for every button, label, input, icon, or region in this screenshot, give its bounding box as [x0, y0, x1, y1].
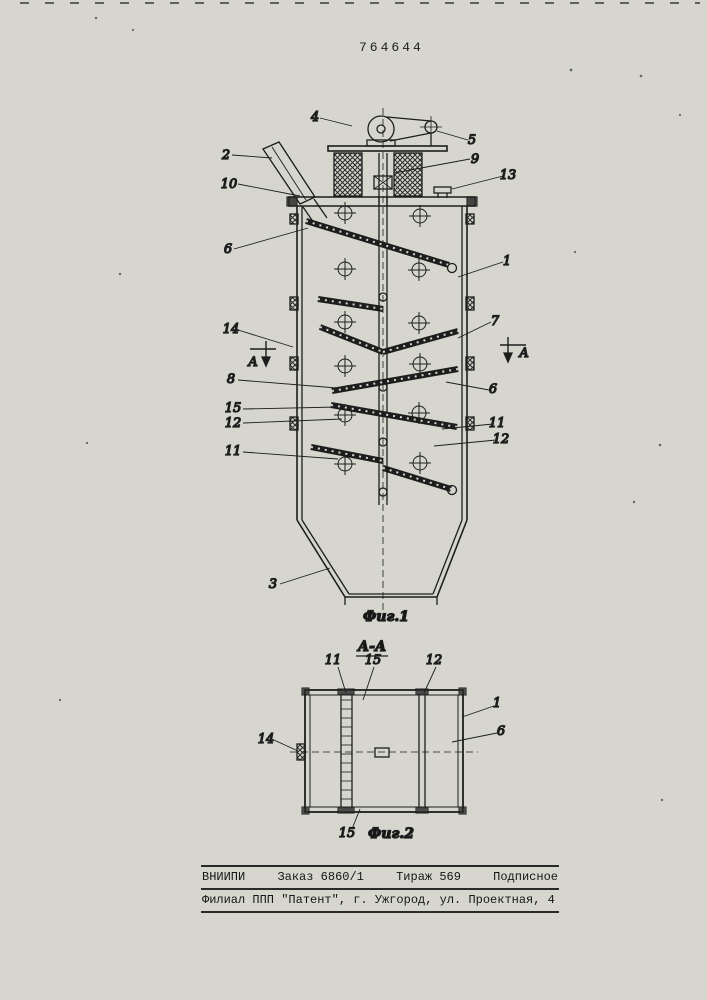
imprint-line2: Филиал ППП "Патент", г. Ужгород, ул. Про… — [201, 890, 559, 913]
fig1-part-label-12: 12 — [225, 416, 242, 431]
fig2-part-label-12: 12 — [426, 653, 443, 668]
fig2-tray-edge — [340, 695, 353, 807]
vessel-body — [289, 206, 475, 520]
fig1-part-label-1: 1 — [503, 254, 511, 269]
fig2-part-label-1: 1 — [493, 696, 501, 711]
section-letter-left: А — [247, 355, 258, 370]
inclined-trays — [305, 218, 459, 496]
imprint-line1: ВНИИПИ Заказ 6860/1 Тираж 569 Подписное — [201, 865, 559, 890]
fig1-part-label-2: 2 — [221, 148, 230, 163]
fig2-part-label-15: 15 — [365, 653, 382, 668]
fig2: А-А — [257, 638, 506, 842]
fig1: 4 5 2 9 10 13 6 1 14 7 8 6 15 12 11 12 1… — [220, 108, 530, 626]
fig2-part-label-6: 6 — [497, 724, 505, 739]
fig1-part-label-4: 4 — [310, 110, 319, 125]
imprint-org: ВНИИПИ — [202, 870, 246, 884]
fig1-part-label-6b: 6 — [489, 382, 497, 397]
fig1-part-label-11b: 11 — [225, 444, 242, 459]
fig2-part-label-11: 11 — [325, 653, 342, 668]
patent-number: 764644 — [359, 40, 424, 55]
fig1-part-label-11: 11 — [489, 416, 506, 431]
fig1-part-label-3: 3 — [269, 577, 277, 592]
fig2-part-labels: 11 15 12 1 6 14 15 — [257, 652, 506, 841]
top-lid — [286, 196, 478, 207]
imprint-footer: ВНИИПИ Заказ 6860/1 Тираж 569 Подписное … — [201, 865, 559, 913]
fig2-caption: Фиг.2 — [368, 826, 414, 842]
fig2-section-title: А-А — [357, 639, 387, 655]
imprint-subscription: Подписное — [493, 870, 558, 884]
scan-noise — [20, 2, 700, 802]
fig2-shaft-section — [374, 747, 390, 758]
discharge-hopper — [296, 519, 468, 605]
fig1-part-label-15: 15 — [225, 401, 242, 416]
fig1-caption: Фиг.1 — [363, 609, 409, 625]
fig1-part-label-9: 9 — [471, 152, 479, 167]
fig1-part-label-7: 7 — [491, 314, 500, 329]
fig2-baffle — [418, 695, 426, 807]
fig1-part-label-6: 6 — [224, 242, 232, 257]
fig2-part-label-15b: 15 — [339, 826, 356, 841]
imprint-order: Заказ 6860/1 — [277, 870, 364, 884]
fig1-part-label-13: 13 — [500, 168, 517, 183]
fig1-part-label-14: 14 — [223, 322, 240, 337]
imprint-circulation: Тираж 569 — [396, 870, 461, 884]
patent-drawing: 4 5 2 9 10 13 6 1 14 7 8 6 15 12 11 12 1… — [20, 2, 700, 843]
fig1-part-labels: 4 5 2 9 10 13 6 1 14 7 8 6 15 12 11 12 1… — [220, 109, 530, 592]
fig2-wall-lug — [296, 743, 306, 761]
fig1-part-label-8: 8 — [227, 372, 235, 387]
section-markers — [250, 337, 526, 368]
motor-assembly — [327, 115, 448, 205]
fig2-part-label-14: 14 — [258, 732, 275, 747]
fig2-leader-lines — [273, 666, 498, 830]
fig2-section-box — [301, 687, 467, 815]
fig1-part-label-5: 5 — [468, 133, 476, 148]
fig1-part-label-12b: 12 — [493, 432, 510, 447]
section-letter-right: А — [518, 346, 529, 361]
fig1-leader-lines — [231, 117, 504, 585]
fig1-part-label-10: 10 — [221, 177, 238, 192]
